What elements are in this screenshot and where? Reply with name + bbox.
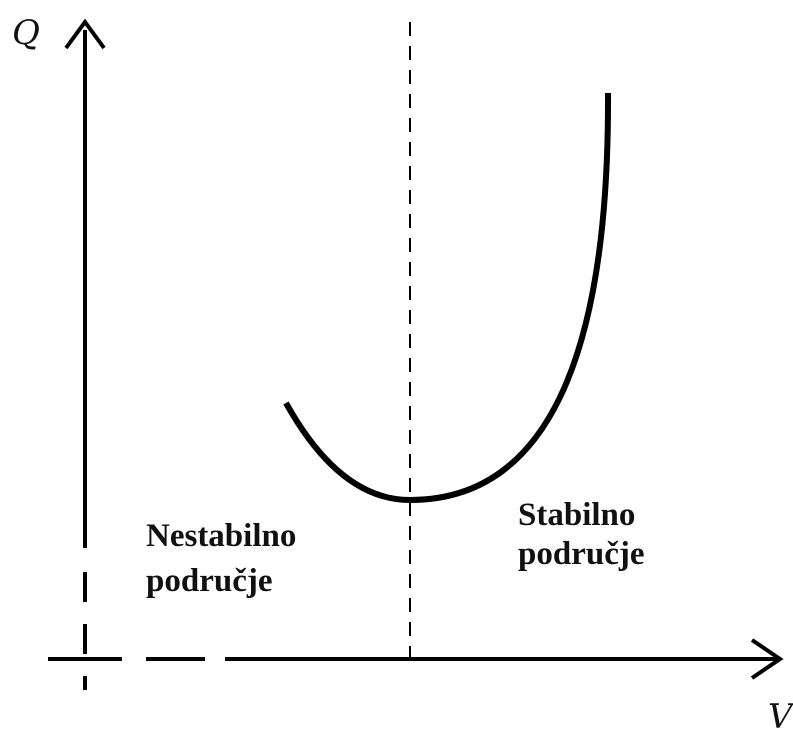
- characteristic-curve: [283, 92, 612, 504]
- stable-region-label-line2: područje: [518, 536, 645, 572]
- unstable-region-label-line1: Nestabilno: [146, 518, 296, 554]
- unstable-region-label-line2: područje: [146, 563, 273, 599]
- stable-region-label-line1: Stabilno: [518, 497, 635, 533]
- y-axis-label: Q: [12, 13, 40, 53]
- x-axis-arrowhead: [750, 638, 784, 680]
- y-axis-arrowhead: [64, 18, 106, 50]
- x-axis-label: V: [768, 697, 793, 731]
